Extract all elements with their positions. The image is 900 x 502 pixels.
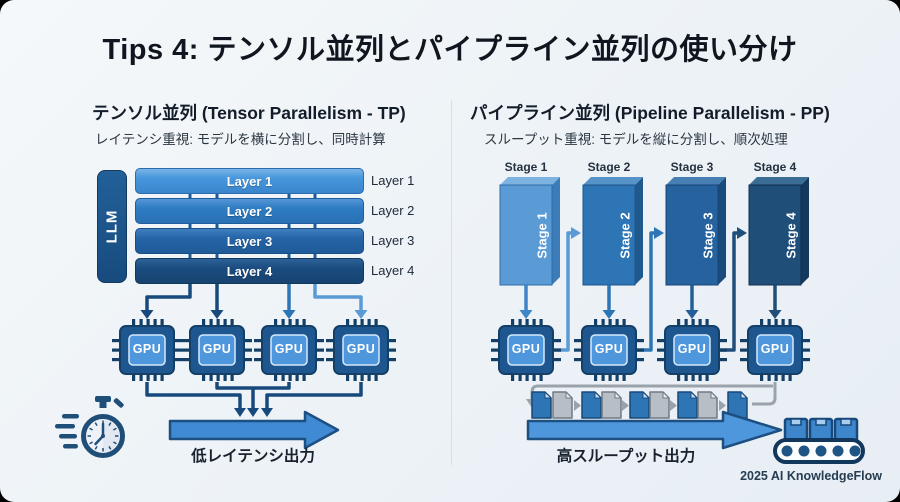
conveyor-belt-icon: [773, 417, 865, 464]
left-panel-heading: テンソル並列 (Tensor Parallelism - TP): [92, 103, 406, 123]
stopwatch-icon: [55, 396, 125, 458]
llm-model-box: LLM: [97, 170, 127, 283]
stage-top-label-1: Stage 1: [504, 160, 548, 174]
low-latency-arrow: [168, 410, 340, 450]
layer-bar-3: Layer 3: [135, 228, 364, 254]
stage-box-label-3: Stage 3: [700, 212, 716, 259]
left-panel-subtitle: レイテンシ重視: モデルを横に分割し、同時計算: [95, 132, 386, 147]
high-throughput-arrow: [526, 410, 783, 450]
gpu-converge-arrows: [145, 382, 363, 417]
gpu-chip-label: GPU: [594, 342, 624, 356]
layer-bar-2: Layer 2: [135, 198, 364, 224]
document-icons: [531, 391, 748, 419]
stage-box-label-1: Stage 1: [534, 212, 550, 259]
gpu-chip-label: GPU: [202, 342, 232, 356]
gpu-chip-label: GPU: [132, 342, 162, 356]
right-panel-subtitle: スループット重視: モデルを縦に分割し、順次処理: [484, 132, 788, 147]
stage-top-label-4: Stage 4: [753, 160, 797, 174]
layer-bar-1: Layer 1: [135, 168, 364, 194]
gpu-chip-label: GPU: [511, 342, 541, 356]
stage-to-gpu-arrows: [519, 285, 782, 319]
stage-box-label-4: Stage 4: [783, 212, 799, 259]
page-title: Tips 4: テンソル並列とパイプライン並列の使い分け: [102, 34, 798, 66]
stage-top-label-3: Stage 3: [670, 160, 714, 174]
right-panel-heading: パイプライン並列 (Pipeline Parallelism - PP): [470, 103, 830, 123]
stage-top-label-2: Stage 2: [587, 160, 631, 174]
footer-credit: 2025 AI KnowledgeFlow: [740, 469, 882, 483]
panel-divider: [451, 100, 452, 465]
layer-to-gpu-arrows: [140, 283, 368, 319]
gpu-chip-label: GPU: [760, 342, 790, 356]
high-throughput-output-label: 高スループット出力: [556, 448, 696, 465]
layer-side-label-3: Layer 3: [371, 233, 415, 248]
gpu-chip-label: GPU: [346, 342, 376, 356]
stage-box-label-2: Stage 2: [617, 212, 633, 259]
llm-label: LLM: [103, 209, 121, 244]
layer-bar-4: Layer 4: [135, 258, 364, 284]
low-latency-output-label: 低レイテンシ出力: [191, 448, 315, 465]
gpu-chip-label: GPU: [677, 342, 707, 356]
layer-side-label-4: Layer 4: [371, 263, 415, 278]
gpu-chip-label: GPU: [274, 342, 304, 356]
layer-side-label-1: Layer 1: [371, 173, 415, 188]
layer-side-label-2: Layer 2: [371, 203, 415, 218]
